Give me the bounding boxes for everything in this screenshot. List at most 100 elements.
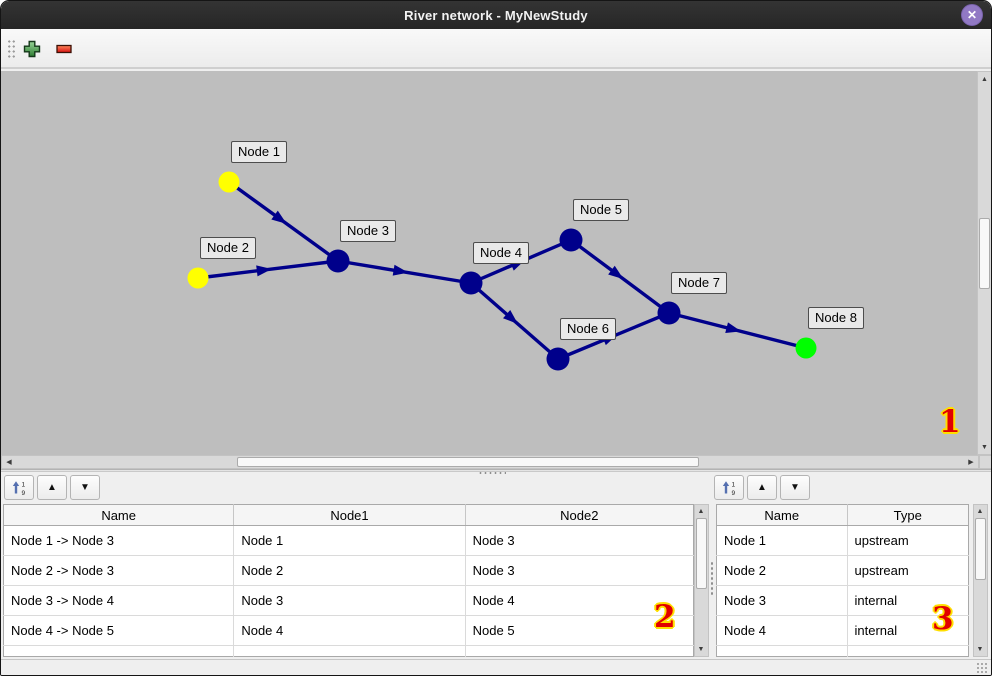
window-title: River network - MyNewStudy bbox=[404, 7, 588, 23]
flow-direction-arrow-icon bbox=[608, 265, 624, 280]
reaches-sort-button[interactable]: 1 9 bbox=[4, 475, 34, 500]
column-header[interactable]: Node1 bbox=[233, 504, 466, 526]
node-label[interactable]: Node 4 bbox=[473, 242, 529, 264]
resize-grip-icon[interactable] bbox=[976, 662, 988, 674]
table-cell[interactable]: Node 4 bbox=[465, 585, 694, 616]
close-button[interactable]: ✕ bbox=[961, 4, 983, 26]
scroll-left-icon[interactable]: ◀ bbox=[6, 458, 12, 466]
table-cell[interactable]: Node 3 bbox=[716, 585, 848, 616]
vertical-scroll-thumb[interactable] bbox=[696, 518, 707, 589]
nodes-move-up-button[interactable]: ▲ bbox=[747, 475, 777, 500]
table-cell[interactable]: upstream bbox=[847, 555, 969, 586]
svg-text:1: 1 bbox=[732, 481, 736, 488]
main-toolbar bbox=[1, 29, 991, 69]
table-cell[interactable]: Node 2 bbox=[716, 555, 848, 586]
table-cell[interactable]: Node 2 bbox=[233, 555, 466, 586]
toolbar-drag-handle-icon[interactable] bbox=[7, 39, 16, 59]
node-label[interactable]: Node 5 bbox=[573, 199, 629, 221]
flow-direction-arrow-icon bbox=[502, 309, 518, 324]
nodes-sort-button[interactable]: 1 9 bbox=[714, 475, 744, 500]
table-cell[interactable]: Node 5 bbox=[465, 615, 694, 646]
green-plus-icon bbox=[23, 40, 41, 58]
reaches-move-up-button[interactable]: ▲ bbox=[37, 475, 67, 500]
network-node[interactable] bbox=[559, 228, 583, 252]
up-triangle-icon: ▲ bbox=[757, 481, 767, 493]
nodes-move-down-button[interactable]: ▼ bbox=[780, 475, 810, 500]
scroll-down-icon[interactable]: ▼ bbox=[981, 443, 988, 451]
scroll-up-icon[interactable]: ▲ bbox=[697, 508, 705, 515]
down-triangle-icon: ▼ bbox=[790, 481, 800, 493]
svg-text:9: 9 bbox=[22, 490, 26, 496]
table-cell[interactable]: upstream bbox=[847, 525, 969, 556]
network-node[interactable] bbox=[459, 271, 483, 295]
table-pane-divider[interactable] bbox=[710, 561, 714, 595]
column-header[interactable]: Type bbox=[847, 504, 969, 526]
empty-row bbox=[716, 645, 969, 657]
table-cell[interactable]: internal bbox=[847, 615, 969, 646]
node-label[interactable]: Node 3 bbox=[340, 220, 396, 242]
canvas-vertical-scrollbar[interactable]: ▲ ▼ bbox=[977, 71, 991, 455]
horizontal-scroll-thumb[interactable] bbox=[237, 457, 699, 467]
node-label[interactable]: Node 7 bbox=[671, 272, 727, 294]
scroll-up-icon[interactable]: ▲ bbox=[976, 508, 984, 515]
svg-text:9: 9 bbox=[732, 490, 736, 496]
flow-direction-arrow-icon bbox=[725, 322, 742, 334]
scroll-down-icon[interactable]: ▼ bbox=[976, 646, 984, 653]
vertical-scroll-thumb[interactable] bbox=[979, 218, 990, 289]
splitter-handle-icon[interactable] bbox=[478, 470, 506, 474]
sort-ascending-icon: 1 9 bbox=[722, 480, 736, 496]
up-triangle-icon: ▲ bbox=[47, 481, 57, 493]
table-cell[interactable]: Node 4 bbox=[716, 615, 848, 646]
reaches-move-down-button[interactable]: ▼ bbox=[70, 475, 100, 500]
node-label[interactable]: Node 8 bbox=[808, 307, 864, 329]
column-header[interactable]: Name bbox=[3, 504, 235, 526]
table-cell[interactable]: internal bbox=[847, 585, 969, 616]
node-label[interactable]: Node 1 bbox=[231, 141, 287, 163]
column-header[interactable]: Node2 bbox=[465, 504, 694, 526]
network-node[interactable] bbox=[795, 337, 817, 359]
table-cell[interactable]: Node 3 bbox=[465, 555, 694, 586]
vertical-scroll-thumb[interactable] bbox=[975, 518, 986, 580]
sort-ascending-icon: 1 9 bbox=[12, 480, 26, 496]
reaches-table-scrollbar[interactable]: ▲ ▼ bbox=[694, 504, 709, 657]
table-cell[interactable]: Node 1 bbox=[716, 525, 848, 556]
table-cell[interactable]: Node 4 bbox=[233, 615, 466, 646]
network-node[interactable] bbox=[546, 347, 570, 371]
table-cell[interactable]: Node 3 bbox=[465, 525, 694, 556]
node-label[interactable]: Node 6 bbox=[560, 318, 616, 340]
table-cell[interactable]: Node 3 bbox=[233, 585, 466, 616]
network-canvas[interactable]: Node 1 Node 2 Node 3 Node 4 Node 5 Node 6 Node… bbox=[1, 71, 977, 455]
network-node[interactable] bbox=[657, 301, 681, 325]
table-cell[interactable]: Node 1 bbox=[233, 525, 466, 556]
table-cell[interactable]: Node 1 -> Node 3 bbox=[3, 525, 235, 556]
flow-direction-arrow-icon bbox=[256, 265, 272, 277]
add-node-button[interactable] bbox=[21, 38, 43, 60]
table-cell[interactable]: Node 4 -> Node 5 bbox=[3, 615, 235, 646]
table-cell[interactable]: Node 2 -> Node 3 bbox=[3, 555, 235, 586]
scroll-right-icon[interactable]: ▶ bbox=[968, 458, 974, 466]
canvas-horizontal-scrollbar[interactable]: ◀ ▶ bbox=[1, 455, 979, 469]
empty-row bbox=[3, 645, 694, 657]
node-label[interactable]: Node 2 bbox=[200, 237, 256, 259]
table-cell[interactable]: Node 3 -> Node 4 bbox=[3, 585, 235, 616]
network-node[interactable] bbox=[187, 267, 209, 289]
nodes-table-scrollbar[interactable]: ▲ ▼ bbox=[973, 504, 988, 657]
titlebar[interactable]: River network - MyNewStudy ✕ bbox=[1, 1, 991, 29]
network-node[interactable] bbox=[218, 171, 240, 193]
scroll-down-icon[interactable]: ▼ bbox=[697, 646, 705, 653]
scroll-up-icon[interactable]: ▲ bbox=[981, 75, 988, 83]
network-node[interactable] bbox=[326, 249, 350, 273]
scrollbar-corner bbox=[979, 455, 991, 469]
remove-node-button[interactable] bbox=[53, 38, 75, 60]
column-header[interactable]: Name bbox=[716, 504, 848, 526]
